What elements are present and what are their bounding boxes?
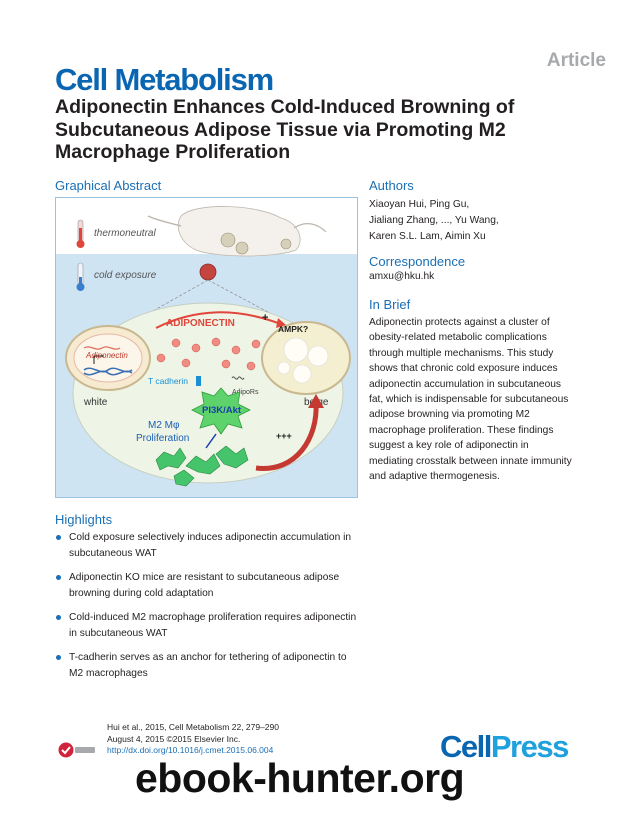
author-line: Karen S.L. Lam, Aimin Xu: [369, 231, 486, 242]
white-label: white: [83, 397, 108, 408]
author-line: Jialiang Zhang, ..., Yu Wang,: [369, 215, 499, 226]
adipose-sample-icon: [199, 263, 217, 281]
beige-adipocyte: [261, 321, 351, 395]
graphical-abstract: thermoneutral cold exposure Adiponectin: [55, 197, 358, 498]
adiponectin-increase-label: ADIPONECTIN: [166, 318, 235, 329]
article-type-label: Article: [546, 50, 606, 71]
bullet-icon: [56, 655, 61, 660]
ampk-label: AMPK?: [278, 324, 308, 334]
pi3k-akt-label: PI3K/Akt: [202, 405, 242, 416]
highlight-item: T-cadherin serves as an anchor for tethe…: [55, 650, 360, 681]
highlight-item: Cold-induced M2 macrophage proliferation…: [55, 610, 360, 641]
graphical-abstract-heading: Graphical Abstract: [55, 178, 162, 193]
thermometer-warm-icon: [76, 219, 85, 248]
bullet-icon: [56, 535, 61, 540]
author-line: Xiaoyan Hui, Ping Gu,: [369, 199, 470, 210]
crossmark-icon[interactable]: [57, 741, 97, 759]
t-cadherin-label: T cadherin: [148, 376, 188, 386]
m2-label-line1: M2 Mφ: [148, 420, 180, 431]
doi-link[interactable]: http://dx.doi.org/10.1016/j.cmet.2015.06…: [107, 745, 274, 755]
mouse-illustration: [147, 206, 327, 257]
bullet-icon: [56, 575, 61, 580]
highlights-heading: Highlights: [55, 512, 113, 527]
highlight-text: Cold-induced M2 macrophage proliferation…: [69, 612, 357, 639]
cell-press-logo: CellPress: [440, 729, 569, 765]
watermark: ebook-hunter.org: [135, 755, 465, 801]
plus-plus-plus: +++: [276, 431, 292, 441]
highlight-text: Adiponectin KO mice are resistant to sub…: [69, 572, 340, 599]
adiponectin-gene-label: Adiponectin: [85, 351, 128, 360]
highlight-text: Cold exposure selectively induces adipon…: [69, 532, 352, 559]
m2-macrophages: [155, 445, 249, 487]
logo-press-text: Press: [490, 729, 569, 764]
graphical-abstract-figure: thermoneutral cold exposure Adiponectin: [56, 198, 357, 497]
correspondence-email[interactable]: amxu@hku.hk: [369, 271, 435, 282]
authors-heading: Authors: [369, 178, 414, 193]
journal-name: Cell Metabolism: [55, 62, 274, 97]
thermoneutral-label: thermoneutral: [94, 228, 156, 239]
plus-sign: +: [262, 312, 268, 324]
highlights-list: Cold exposure selectively induces adipon…: [55, 530, 360, 690]
correspondence-heading: Correspondence: [369, 254, 466, 269]
cold-exposure-label: cold exposure: [94, 270, 157, 281]
highlight-item: Cold exposure selectively induces adipon…: [55, 530, 360, 561]
adiporeceptors-label: AdipoRs: [232, 389, 259, 396]
bullet-icon: [56, 615, 61, 620]
highlight-text: T-cadherin serves as an anchor for tethe…: [69, 652, 347, 679]
logo-cell-text: Cell: [440, 729, 492, 764]
highlight-item: Adiponectin KO mice are resistant to sub…: [55, 570, 360, 601]
adiponectin-molecules: [156, 337, 261, 371]
in-brief-text: Adiponectin protects against a cluster o…: [369, 317, 572, 483]
citation-line: Hui et al., 2015, Cell Metabolism 22, 27…: [107, 722, 279, 732]
pi3k-akt-burst: [191, 387, 251, 435]
m2-label-line2: Proliferation: [136, 433, 189, 444]
citation-date: August 4, 2015 ©2015 Elsevier Inc.: [107, 733, 241, 744]
thermometer-cold-icon: [76, 262, 85, 291]
citation-block: Hui et al., 2015, Cell Metabolism 22, 27…: [107, 722, 279, 757]
in-brief-heading: In Brief: [369, 297, 411, 312]
authors-list: Xiaoyan Hui, Ping Gu, Jialiang Zhang, ..…: [369, 197, 599, 245]
paper-title: Adiponectin Enhances Cold-Induced Browni…: [55, 96, 515, 163]
